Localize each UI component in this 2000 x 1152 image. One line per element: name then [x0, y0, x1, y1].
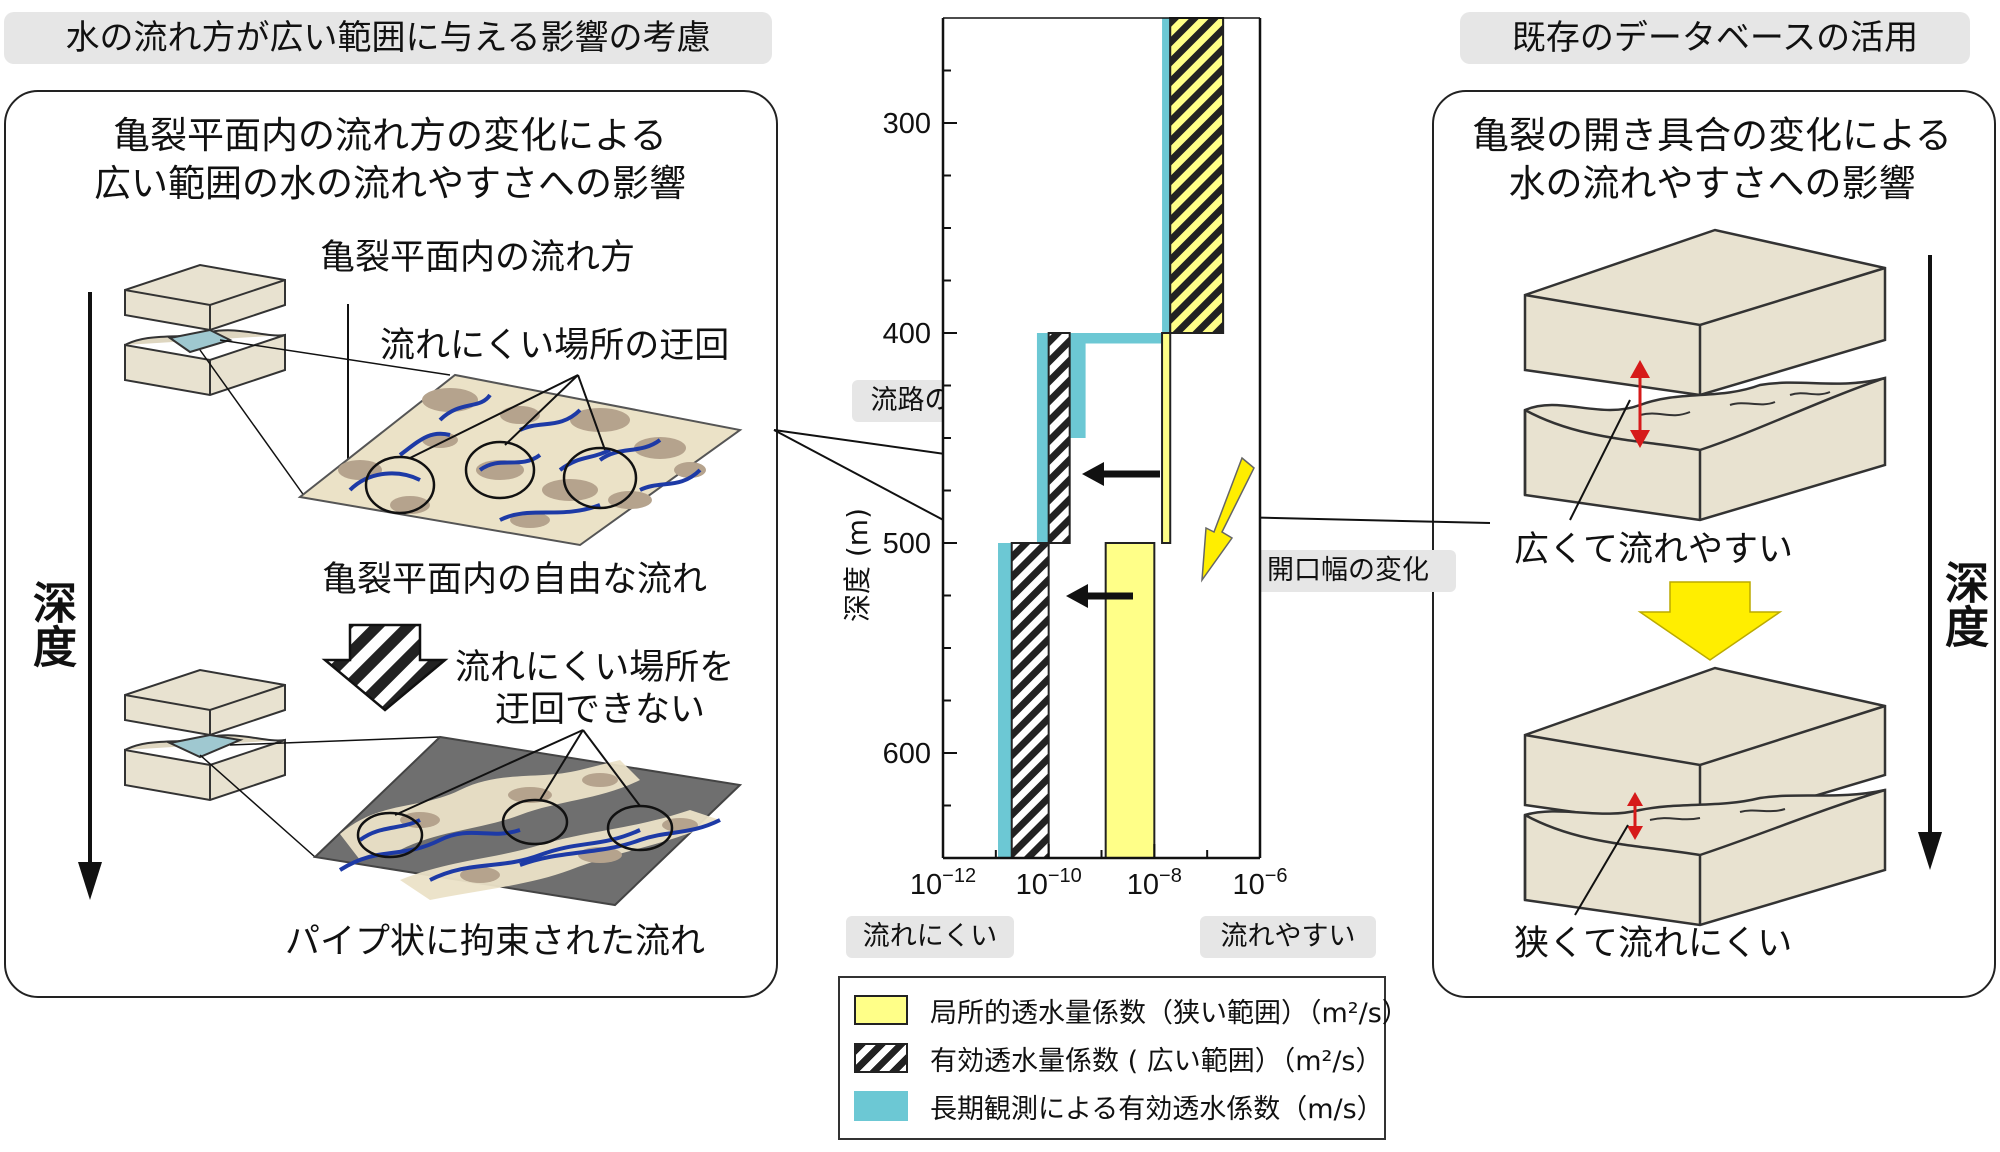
- bar-series1-segment-0: [1169, 17, 1225, 334]
- y-tick-label-400: 400: [883, 318, 931, 350]
- wide-pointer: [1569, 399, 1631, 521]
- right-depth-arrow: [1918, 255, 1942, 870]
- bar-series0-segment-2: [1104, 542, 1156, 859]
- legend-swatch-effective: [854, 1043, 908, 1073]
- legend-label-effective: 有効透水量係数 ( 広い範囲）（m²/s）: [930, 1045, 1383, 1077]
- narrow-aperture-block: [1523, 666, 1887, 927]
- permeability-chart: 300 400 500 600 10−12 10−10 10−8 10−6: [883, 17, 1288, 901]
- legend-label-longterm: 長期観測による有効透水係数（m/s）: [930, 1093, 1384, 1125]
- x-tick-label-2: 10−8: [1127, 865, 1182, 901]
- small-fracture-block-upper: [124, 263, 286, 397]
- arrow-head-upper: [1082, 462, 1104, 486]
- left-depth-label: 深度: [25, 580, 76, 668]
- flowpath-change-arrows: [1066, 462, 1160, 608]
- label-pipe-flow: パイプ状に拘束された流れ: [285, 922, 706, 962]
- fracture-plane-pipe-flow: [312, 729, 743, 907]
- legend-swatch-local: [854, 995, 908, 1025]
- label-flow-in-plane: 亀裂平面内の流れ方: [320, 238, 636, 278]
- left-depth-arrow: [78, 292, 102, 900]
- low-flow-label: 流れにくい: [846, 916, 1014, 958]
- wide-aperture-block: [1523, 228, 1887, 522]
- y-tick-label-600: 600: [883, 738, 931, 770]
- bar-series2-segment-1: [1036, 333, 1171, 344]
- high-flow-label: 流れやすい: [1200, 916, 1376, 958]
- right-depth-label: 深度: [1937, 560, 1988, 648]
- narrow-aperture-indicator: [1627, 792, 1643, 840]
- chart-legend: 局所的透水量係数（狭い範囲）（m²/s） 有効透水量係数 ( 広い範囲）（m²/…: [838, 976, 1409, 1140]
- left-panel-title-line2: 広い範囲の水の流れやすさへの影響: [94, 162, 686, 205]
- small-fracture-block-lower: [124, 668, 286, 802]
- depth-transition-arrow: [1637, 581, 1783, 661]
- label-free-flow: 亀裂平面内の自由な流れ: [322, 560, 708, 600]
- legend-item-effective: 有効透水量係数 ( 広い範囲）（m²/s）: [854, 1038, 1383, 1078]
- label-wide: 広くて流れやすい: [1514, 530, 1793, 570]
- wide-aperture-indicator: [1630, 360, 1650, 448]
- annotation-aperture-change: 開口幅の変化: [1240, 550, 1456, 592]
- bar-series2-segment-3: [1036, 438, 1049, 543]
- left-panel-title-line1: 亀裂平面内の流れ方の変化による: [113, 114, 667, 157]
- left-section-tag: 水の流れ方が広い範囲に与える影響の考慮: [4, 12, 772, 64]
- x-tick-label-0: 10−12: [910, 865, 976, 901]
- label-cannot-detour-1: 流れにくい場所を: [455, 648, 735, 688]
- y-tick-label-500: 500: [883, 528, 931, 560]
- zoom-line-lower-1: [199, 754, 316, 858]
- zoom-line-upper-2: [219, 339, 451, 376]
- label-detour: 流れにくい場所の迂回: [380, 326, 730, 366]
- bar-series1-segment-2: [1010, 542, 1050, 859]
- right-panel-title-line2: 水の流れやすさへの影響: [1508, 162, 1916, 205]
- narrow-pointer: [1574, 824, 1629, 916]
- aperture-change-arrow: [1201, 456, 1255, 583]
- x-tick-label-3: 10−6: [1232, 865, 1287, 901]
- arrow-head-lower: [1066, 584, 1088, 608]
- bar-series1-segment-1: [1047, 332, 1071, 544]
- bar-series2-segment-0: [1162, 18, 1171, 333]
- fracture-plane-free-flow: [297, 373, 743, 547]
- bar-series2-segment-4: [998, 543, 1012, 858]
- label-cannot-detour-2: 迂回できない: [495, 690, 706, 730]
- bar-series0-segment-1: [1161, 332, 1172, 544]
- y-tick-label-300: 300: [883, 108, 931, 140]
- x-tick-label-1: 10−10: [1016, 865, 1082, 901]
- legend-label-local: 局所的透水量係数（狭い範囲）（m²/s）: [930, 997, 1409, 1029]
- zoom-line-upper-1: [199, 349, 306, 498]
- right-section-tag: 既存のデータベースの活用: [1460, 12, 1970, 64]
- legend-swatch-longterm: [854, 1091, 908, 1121]
- legend-item-longterm: 長期観測による有効透水係数（m/s）: [854, 1086, 1384, 1126]
- zoom-line-lower-2: [229, 736, 441, 746]
- label-narrow: 狭くて流れにくい: [1514, 924, 1793, 964]
- transition-arrow-hatched: [321, 623, 449, 712]
- right-panel-title-line1: 亀裂の開き具合の変化による: [1472, 114, 1952, 157]
- legend-item-local: 局所的透水量係数（狭い範囲）（m²/s）: [854, 990, 1409, 1030]
